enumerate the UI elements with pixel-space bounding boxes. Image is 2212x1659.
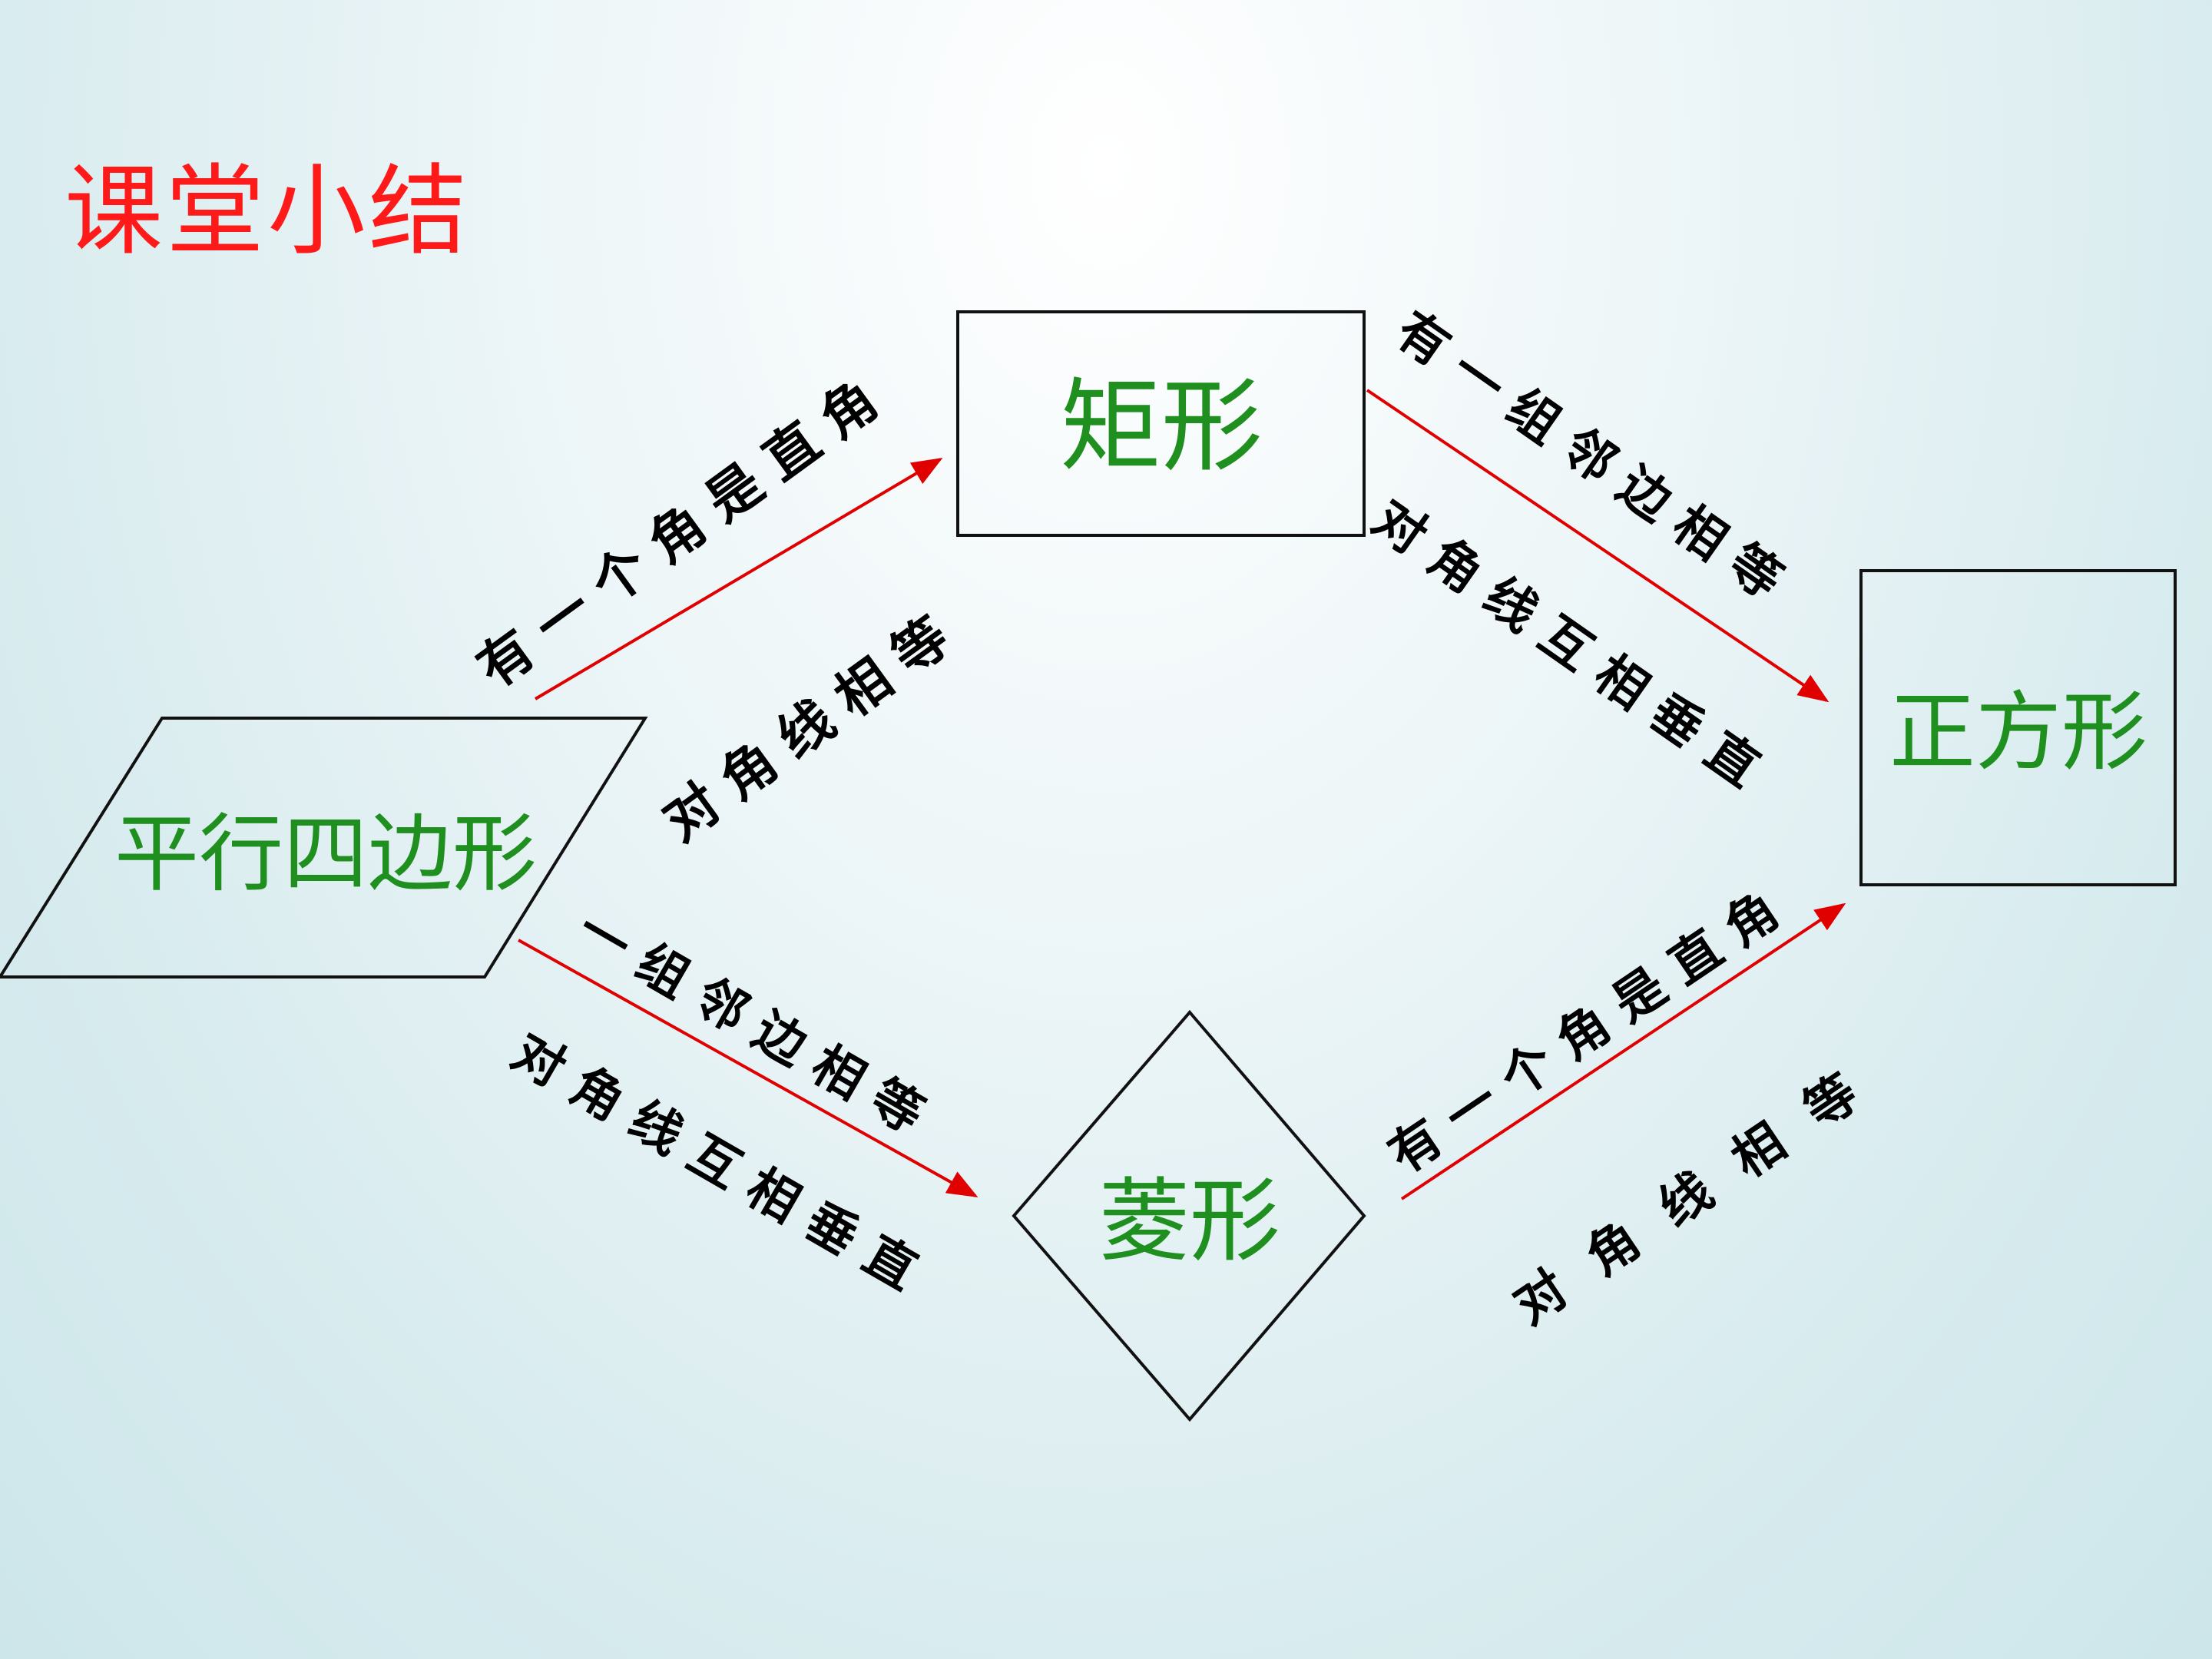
rectangle-label: 矩形 <box>1060 368 1263 486</box>
arrow-para-to-rect <box>534 457 943 700</box>
parallelogram-shape <box>0 717 648 979</box>
arrow-rect-to-square <box>1366 389 1830 703</box>
parallelogram-label: 平行四边形 <box>114 805 537 903</box>
arrow-para-to-rhombus <box>518 939 979 1197</box>
rhombus-label: 菱形 <box>1098 1168 1281 1274</box>
square-label: 正方形 <box>1889 683 2147 783</box>
square-shape <box>1859 569 2177 886</box>
slide-title: 课堂小结 <box>65 154 471 269</box>
arrow-rhombus-to-square <box>1400 902 1846 1200</box>
rectangle-shape <box>956 310 1366 537</box>
rhombus-shape <box>1012 1009 1366 1422</box>
